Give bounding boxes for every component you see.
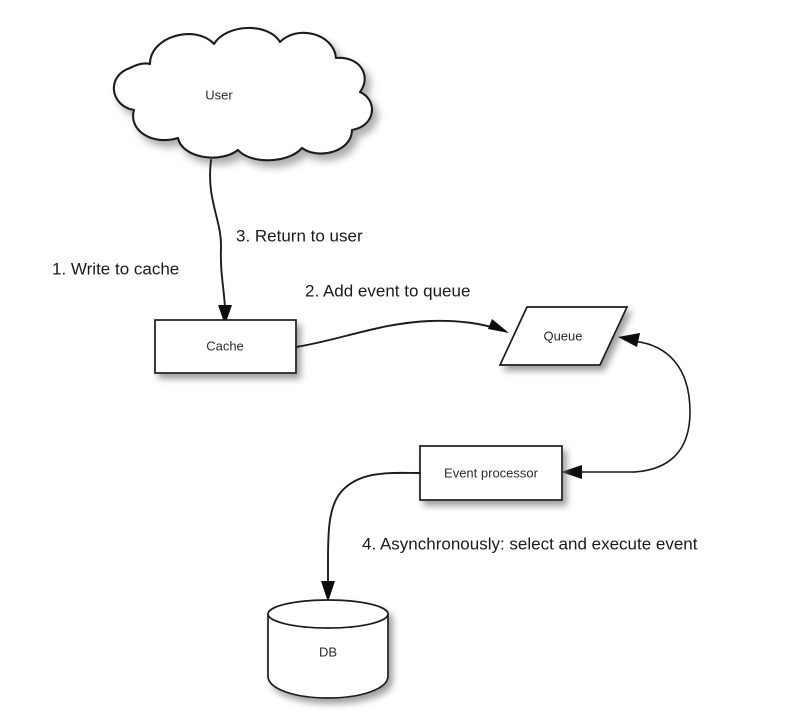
- step-label-2: 2. Add event to queue: [305, 281, 470, 300]
- step-label-1: 1. Write to cache: [52, 259, 179, 278]
- node-queue[interactable]: Queue: [498, 306, 629, 366]
- arrowhead-queue-right: [618, 333, 640, 347]
- edge-processor-to-db: [321, 471, 421, 602]
- arrowhead-processor-right: [561, 465, 582, 479]
- node-label-event-processor: Event processor: [444, 465, 539, 480]
- edge-user-to-cache: [209, 159, 232, 325]
- node-label-queue: Queue: [543, 328, 582, 343]
- arrowhead-db-top: [321, 581, 335, 602]
- edge-cache-to-queue: [295, 319, 509, 348]
- node-label-user: User: [205, 87, 233, 102]
- edge-processor-to-queue: [618, 333, 691, 473]
- node-label-db: DB: [319, 644, 337, 659]
- node-label-cache: Cache: [206, 338, 244, 353]
- step-label-4: 4. Asynchronously: select and execute ev…: [362, 534, 698, 553]
- node-db[interactable]: DB: [267, 599, 389, 699]
- node-user[interactable]: User: [112, 26, 374, 162]
- arrowhead-queue-left: [488, 319, 509, 333]
- node-cache[interactable]: Cache: [154, 319, 297, 374]
- edge-loop-to-processor: [561, 465, 635, 479]
- node-event-processor[interactable]: Event processor: [419, 445, 563, 501]
- step-label-3: 3. Return to user: [236, 226, 363, 245]
- arrowhead-cache-top: [218, 305, 232, 325]
